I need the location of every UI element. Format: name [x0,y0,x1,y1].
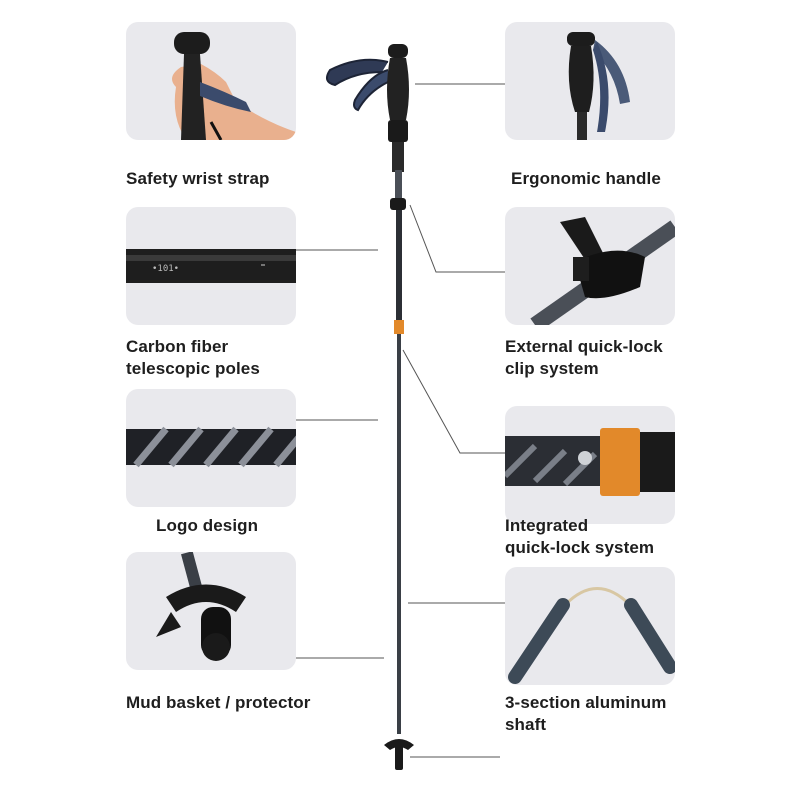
svg-text:•101•: •101• [152,264,179,274]
trekking-pole [325,44,414,770]
carbon-fiber-photo: •101• [126,207,296,325]
label-mud-basket: Mud basket / protector [126,693,311,712]
wrist-strap-photo [126,22,296,140]
label-aluminum-shaft: 3-section aluminum shaft [505,693,667,734]
label-carbon-fiber: Carbon fiber telescopic poles [126,337,260,378]
integrated-lock-photo [505,406,675,524]
label-ergonomic-handle: Ergonomic handle [511,169,661,188]
label-external-lock: External quick-lock clip system [505,337,663,378]
aluminum-shaft-photo [505,567,675,685]
label-integrated-lock: Integrated quick-lock system [505,516,655,557]
external-lock-photo [505,207,675,325]
label-logo-design: Logo design [156,516,259,535]
label-wrist-strap: Safety wrist strap [126,169,270,188]
logo-design-photo [126,389,296,507]
ergonomic-handle-photo [505,22,675,140]
mud-basket-photo [126,552,296,670]
